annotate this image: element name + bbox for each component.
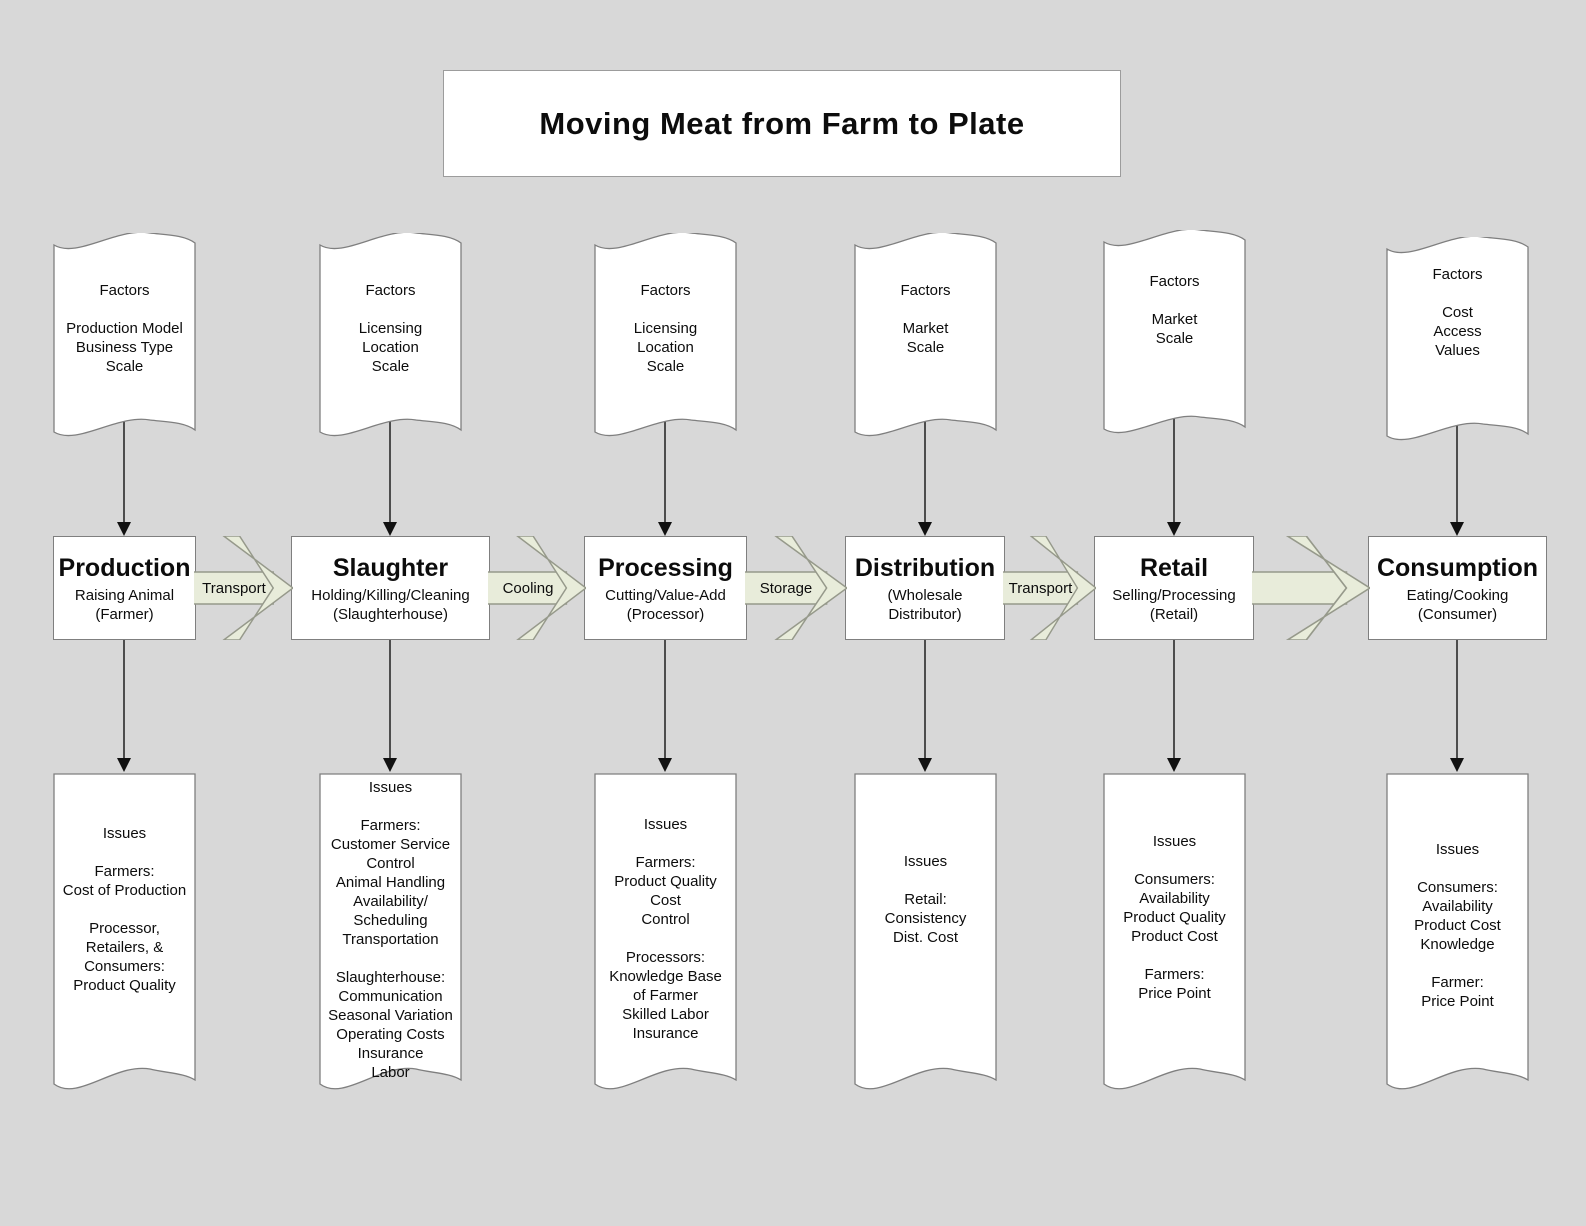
stage-title: Production (58, 553, 191, 582)
document-shape (319, 773, 462, 1090)
wavy-document-shape (1386, 237, 1529, 441)
document-shape (594, 773, 737, 1090)
document-shape (53, 773, 196, 1090)
down-arrowhead-icon (918, 522, 932, 536)
factors-text: Factors Production Model Business Type S… (66, 282, 183, 375)
stage-title: Retail (1139, 553, 1209, 582)
stage-box-distribution: Distribution (Wholesale Distributor) (845, 536, 1005, 640)
factors-document-production: Factors Production Model Business Type S… (52, 233, 197, 446)
factors-document-retail: Factors Market Scale (1102, 230, 1247, 443)
diagram-title: Moving Meat from Farm to Plate (539, 105, 1025, 141)
stage-box-consumption: Consumption Eating/Cooking (Consumer) (1368, 536, 1547, 640)
flow-arrow-label: Transport (1008, 579, 1073, 597)
flow-arrow-storage (743, 535, 849, 641)
factors-text: Factors Licensing Location Scale (358, 282, 423, 375)
stage-subtitle: Selling/Processing (Retail) (1112, 586, 1236, 623)
factors-document-processing: Factors Licensing Location Scale (593, 233, 738, 446)
down-arrowhead-icon (117, 522, 131, 536)
connector-line (123, 408, 125, 534)
connector-line (1173, 408, 1175, 534)
stage-title: Consumption (1376, 553, 1539, 582)
wavy-document-shape (1103, 230, 1246, 434)
factors-document-consumption: Factors Cost Access Values (1385, 237, 1530, 450)
stage-title: Distribution (854, 553, 996, 582)
down-arrowhead-icon (1167, 522, 1181, 536)
stage-title: Processing (598, 553, 733, 582)
down-arrowhead-icon (383, 758, 397, 772)
wavy-document-shape (319, 233, 462, 437)
flow-arrow-unlabeled (1249, 535, 1372, 641)
document-shape (1103, 773, 1246, 1090)
stage-box-processing: Processing Cutting/Value-Add (Processor) (584, 536, 747, 640)
factors-text: Factors Licensing Location Scale (633, 282, 698, 375)
issues-text: Issues Retail: Consistency Dist. Cost (884, 853, 967, 946)
issues-document-production: Issues Farmers: Cost of Production Proce… (52, 772, 197, 1108)
stage-subtitle: Cutting/Value-Add (Processor) (605, 586, 726, 623)
stage-subtitle: Holding/Killing/Cleaning (Slaughterhouse… (311, 586, 470, 623)
down-arrowhead-icon (383, 522, 397, 536)
issues-text: Issues Farmers: Customer Service Control… (328, 779, 453, 1081)
connector-line (1456, 640, 1458, 760)
flow-arrow-label: Storage (759, 579, 813, 597)
down-arrowhead-icon (918, 758, 932, 772)
stage-subtitle: Raising Animal (Farmer) (74, 586, 175, 623)
stage-box-slaughter: Slaughter Holding/Killing/Cleaning (Slau… (291, 536, 490, 640)
factors-document-distribution: Factors Market Scale (853, 233, 998, 446)
down-arrowhead-icon (658, 758, 672, 772)
issues-document-distribution: Issues Retail: Consistency Dist. Cost (853, 772, 998, 1108)
issues-text: Issues Consumers: Availability Product Q… (1123, 833, 1226, 1002)
flow-arrow-label: Cooling (502, 579, 554, 597)
issues-text: Issues Farmers: Product Quality Cost Con… (609, 816, 722, 1042)
connector-line (1456, 412, 1458, 534)
connector-line (664, 408, 666, 534)
issues-text: Issues Consumers: Availability Product C… (1414, 841, 1501, 1010)
factors-text: Factors Cost Access Values (1432, 266, 1483, 359)
stage-box-retail: Retail Selling/Processing (Retail) (1094, 536, 1254, 640)
issues-document-consumption: Issues Consumers: Availability Product C… (1385, 772, 1530, 1108)
factors-document-slaughter: Factors Licensing Location Scale (318, 233, 463, 446)
wavy-document-shape (594, 233, 737, 437)
factors-text: Factors Market Scale (900, 282, 951, 356)
connector-line (389, 408, 391, 534)
issues-document-processing: Issues Farmers: Product Quality Cost Con… (593, 772, 738, 1108)
issues-document-retail: Issues Consumers: Availability Product Q… (1102, 772, 1247, 1108)
flow-arrow-label: Transport (202, 579, 266, 597)
document-shape (854, 773, 997, 1090)
diagram-title-box: Moving Meat from Farm to Plate (443, 70, 1121, 177)
connector-line (389, 640, 391, 760)
wavy-document-shape (854, 233, 997, 437)
connector-line (123, 640, 125, 760)
stage-subtitle: (Wholesale Distributor) (887, 586, 963, 623)
right-arrow-shape (743, 535, 849, 641)
factors-text: Factors Market Scale (1149, 273, 1200, 347)
issues-text: Issues Farmers: Cost of Production Proce… (62, 825, 187, 994)
down-arrowhead-icon (1167, 758, 1181, 772)
stage-box-production: Production Raising Animal (Farmer) (53, 536, 196, 640)
down-arrowhead-icon (117, 758, 131, 772)
connector-line (664, 640, 666, 760)
right-arrow-shape (1001, 535, 1098, 641)
down-arrowhead-icon (658, 522, 672, 536)
issues-document-slaughter: Issues Farmers: Customer Service Control… (318, 772, 463, 1108)
wavy-document-shape (53, 233, 196, 437)
flow-arrow-cooling (486, 535, 588, 641)
stage-title: Slaughter (332, 553, 449, 582)
connector-line (924, 408, 926, 534)
flow-arrow-label (1252, 574, 1347, 602)
stage-subtitle: Eating/Cooking (Consumer) (1406, 586, 1509, 623)
connector-line (924, 640, 926, 760)
document-shape (1386, 773, 1529, 1090)
down-arrowhead-icon (1450, 522, 1464, 536)
connector-line (1173, 640, 1175, 760)
flow-arrow-transport-2 (1001, 535, 1098, 641)
down-arrowhead-icon (1450, 758, 1464, 772)
